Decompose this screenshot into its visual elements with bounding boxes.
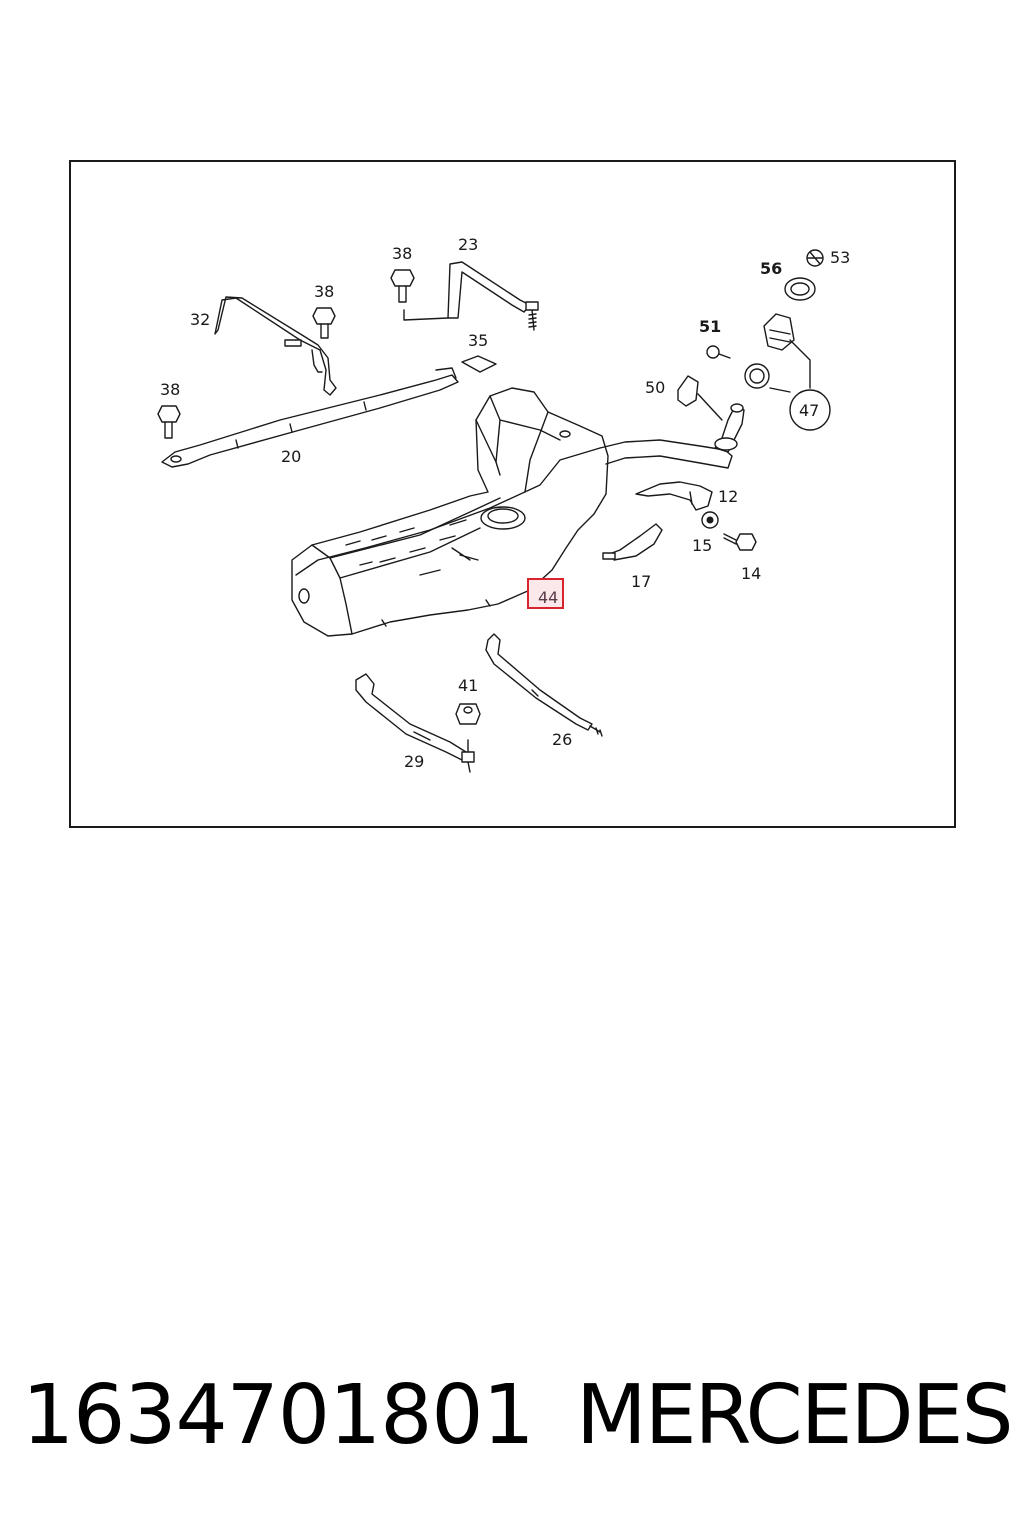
bolt-23-screw (525, 301, 539, 331)
screw-51 (706, 345, 731, 359)
bolt-14 (723, 533, 757, 551)
bolt-38-top (390, 269, 415, 303)
callout-14: 14 (741, 564, 761, 583)
callout-38-left: 38 (160, 380, 180, 399)
callout-38-mid: 38 (314, 282, 334, 301)
callout-32: 32 (190, 310, 210, 329)
callout-17: 17 (631, 572, 651, 591)
bolt-38-left (157, 405, 181, 439)
cable-tie-17 (602, 523, 663, 561)
seal-56 (784, 277, 816, 301)
callout-20: 20 (281, 447, 301, 466)
housing-47 (744, 313, 831, 431)
strap-26 (485, 633, 603, 737)
callout-51: 51 (699, 317, 721, 336)
callout-12: 12 (718, 487, 738, 506)
highlight-box-44 (527, 578, 564, 609)
callout-41: 41 (458, 676, 478, 695)
callout-47: 47 (799, 401, 819, 420)
bracket-32 (214, 296, 337, 396)
fuel-tank (291, 387, 733, 637)
strap-20 (161, 367, 459, 468)
cap-53 (806, 249, 824, 267)
callout-26: 26 (552, 730, 572, 749)
callout-23: 23 (458, 235, 478, 254)
washer-15 (701, 511, 719, 529)
bolt-38-mid (312, 307, 336, 339)
part-number: 1634701801 (22, 1368, 535, 1463)
strap-29 (355, 673, 475, 773)
callout-35: 35 (468, 331, 488, 350)
callout-53: 53 (830, 248, 850, 267)
callout-50: 50 (645, 378, 665, 397)
filler-neck (714, 403, 745, 453)
callout-44: 44 (538, 588, 558, 607)
callout-15: 15 (692, 536, 712, 555)
callout-56: 56 (760, 259, 782, 278)
callout-38-top: 38 (392, 244, 412, 263)
bracket-12 (635, 481, 713, 511)
grommet-50 (677, 375, 723, 421)
bracket-23 (403, 261, 539, 331)
callout-29: 29 (404, 752, 424, 771)
brand-name: MERCEDES (576, 1368, 1014, 1463)
diagram-frame (69, 160, 956, 828)
pad-35 (461, 355, 497, 373)
nut-41 (455, 703, 481, 725)
